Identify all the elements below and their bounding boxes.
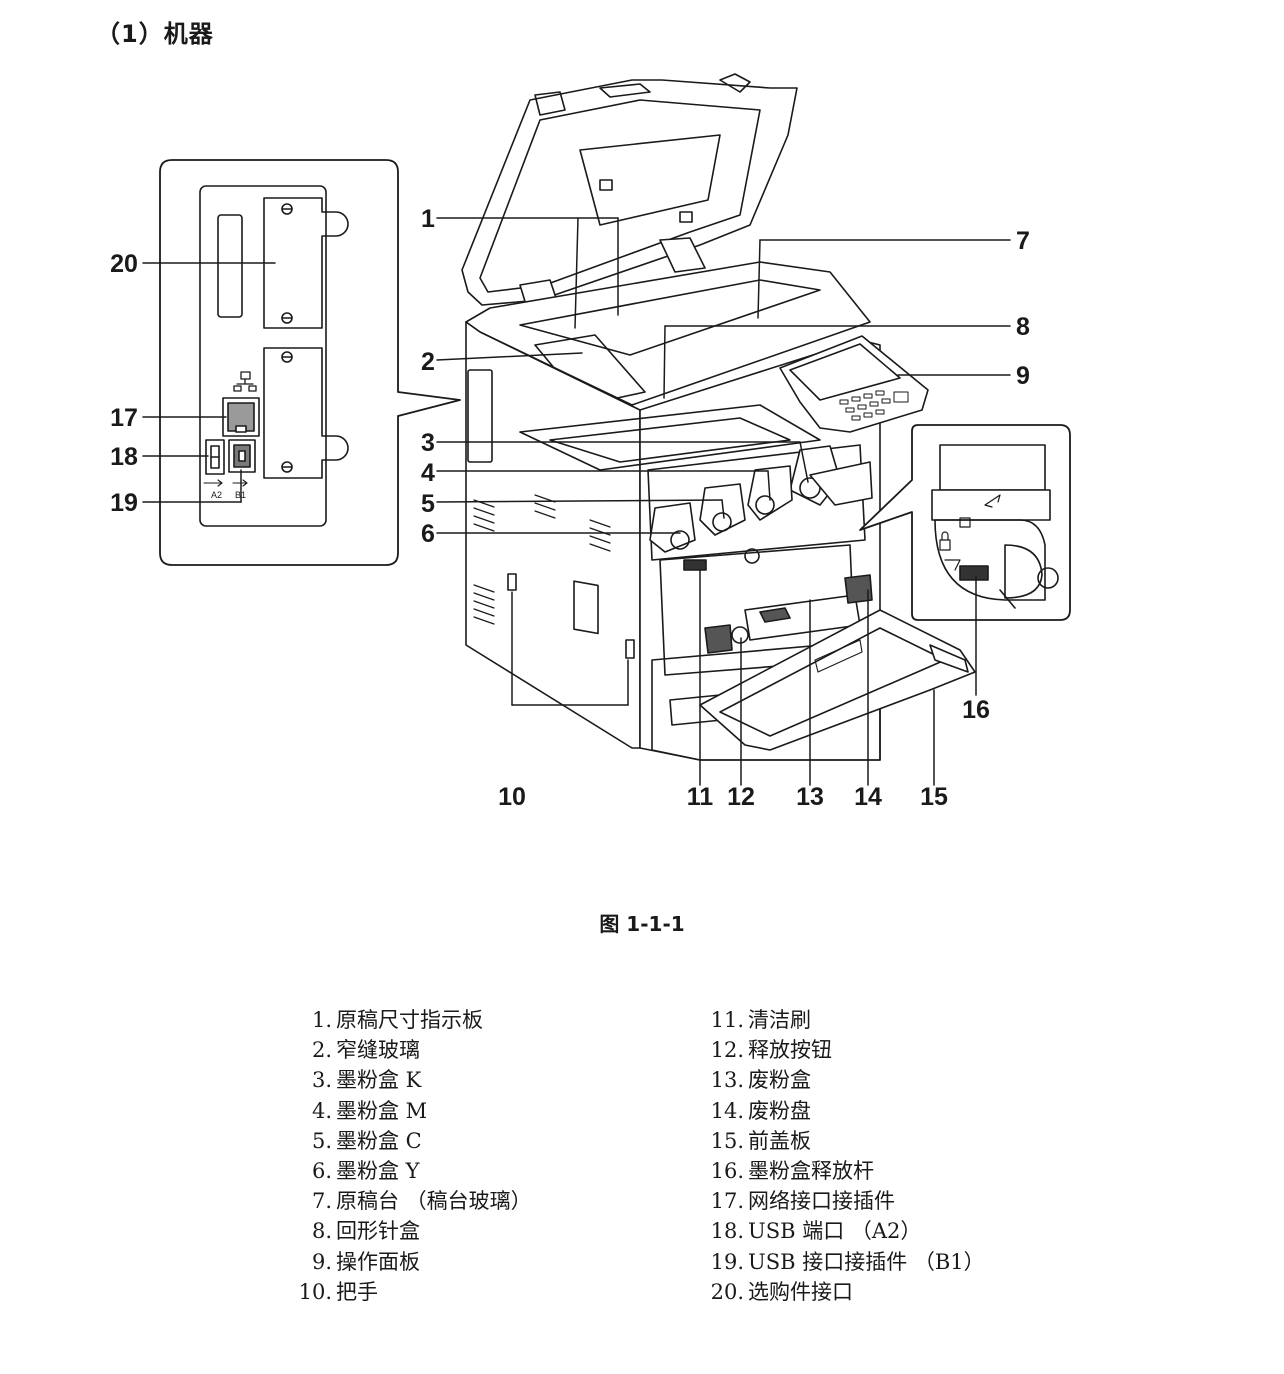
callout-15: 15 bbox=[920, 783, 948, 811]
callout-17: 17 bbox=[110, 404, 138, 432]
callout-1: 1 bbox=[421, 205, 435, 233]
list-item: 9.操作面板 bbox=[311, 1249, 420, 1274]
callout-20: 20 bbox=[110, 250, 138, 278]
list-item: 17.网络接口接插件 bbox=[710, 1189, 895, 1214]
list-item: 14.废粉盘 bbox=[710, 1098, 811, 1123]
usb-a-port bbox=[205, 439, 225, 475]
waste-toner-box bbox=[731, 594, 861, 644]
callout-14: 14 bbox=[854, 783, 882, 811]
operation-panel bbox=[779, 335, 929, 433]
list-item: 12.释放按钮 bbox=[710, 1038, 832, 1063]
list-item: 4.墨粉盒 M bbox=[311, 1098, 428, 1123]
callout-11: 11 bbox=[687, 783, 714, 811]
callout-16: 16 bbox=[962, 696, 990, 724]
section-title: （1）机器 bbox=[96, 20, 214, 48]
front-cover bbox=[699, 609, 976, 751]
callout-4: 4 bbox=[421, 459, 435, 487]
list-item: 10.把手 bbox=[298, 1279, 378, 1304]
list-item: 19.USB 接口接插件 （B1） bbox=[710, 1249, 985, 1274]
list-item: 3.墨粉盒 K bbox=[311, 1068, 422, 1093]
callout-6: 6 bbox=[421, 520, 435, 548]
callout-9: 9 bbox=[1016, 362, 1030, 390]
list-item: 13.废粉盒 bbox=[710, 1068, 811, 1093]
list-item: 7.原稿台 （稿台玻璃） bbox=[311, 1189, 532, 1214]
parts-list-left: 1.原稿尺寸指示板 2.窄缝玻璃 3.墨粉盒 K 4.墨粉盒 M 5.墨粉盒 C… bbox=[290, 1005, 670, 1307]
callout-2: 2 bbox=[421, 348, 435, 376]
list-item: 18.USB 端口 （A2） bbox=[710, 1219, 922, 1244]
callout-labels: 1 2 3 4 5 6 7 8 9 10 11 12 13 14 15 16 1… bbox=[110, 205, 1030, 811]
figure-caption: 图 1-1-1 bbox=[599, 912, 685, 936]
list-item: 11.清洁刷 bbox=[710, 1008, 811, 1032]
callout-8: 8 bbox=[1016, 313, 1030, 341]
usb-a-mark: A2 bbox=[211, 490, 222, 500]
list-item: 15.前盖板 bbox=[710, 1128, 811, 1153]
callout-19: 19 bbox=[110, 489, 138, 517]
document-feeder bbox=[461, 73, 798, 319]
parts-list-right: 11.清洁刷 12.释放按钮 13.废粉盒 14.废粉盘 15.前盖板 16.墨… bbox=[702, 1005, 1122, 1307]
callout-7: 7 bbox=[1016, 227, 1030, 255]
list-item: 16.墨粉盒释放杆 bbox=[710, 1159, 874, 1184]
callout-18: 18 bbox=[110, 443, 138, 471]
list-item: 1.原稿尺寸指示板 bbox=[311, 1008, 483, 1032]
list-item: 2.窄缝玻璃 bbox=[311, 1038, 420, 1063]
callout-5: 5 bbox=[421, 490, 435, 518]
lever-inset bbox=[859, 424, 1071, 621]
lan-port bbox=[222, 397, 260, 437]
connector-inset: A2 B1 bbox=[159, 159, 461, 566]
usb-b-port bbox=[228, 439, 256, 473]
callout-10: 10 bbox=[498, 783, 526, 811]
list-item: 8.回形针盒 bbox=[311, 1219, 420, 1244]
list-item: 6.墨粉盒 Y bbox=[311, 1159, 420, 1184]
callout-12: 12 bbox=[727, 783, 755, 811]
network-icon bbox=[233, 371, 257, 392]
leader-lines bbox=[142, 217, 1011, 786]
callout-13: 13 bbox=[796, 783, 824, 811]
callout-3: 3 bbox=[421, 429, 435, 457]
main-body bbox=[465, 261, 976, 761]
list-item: 20.选购件接口 bbox=[710, 1279, 853, 1304]
machine-diagram: A2 B1 bbox=[110, 73, 1071, 811]
list-item: 5.墨粉盒 C bbox=[311, 1128, 422, 1153]
